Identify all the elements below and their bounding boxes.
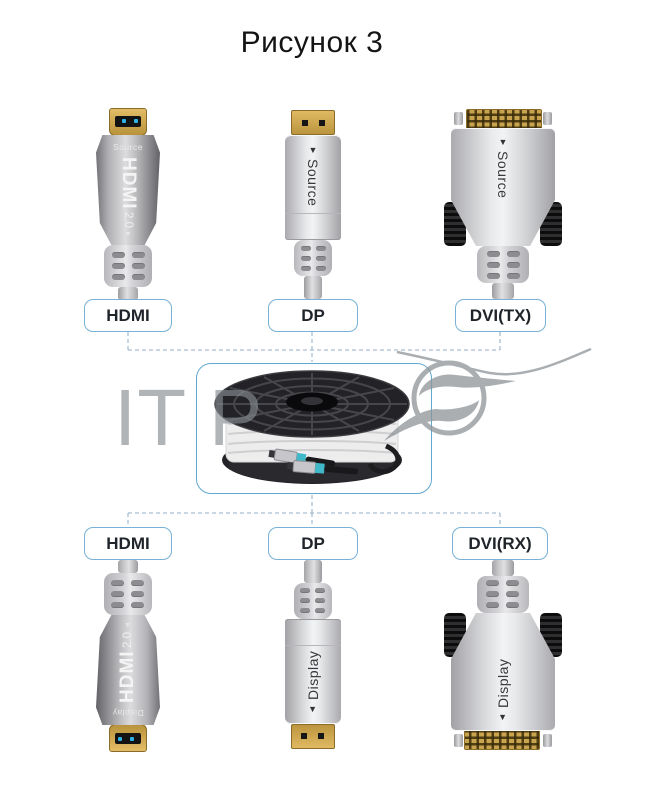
end-label: Display xyxy=(495,658,511,708)
end-label: Source xyxy=(495,151,511,199)
watermark-text: IT P xyxy=(114,373,264,462)
connector-hdmi-source: Source HDMI 2.0 ▼ xyxy=(88,108,168,300)
cable xyxy=(118,560,138,573)
connector-hdmi-display: Display HDMI 2.0 ▼ xyxy=(88,560,168,752)
displayport-plug-icon xyxy=(291,110,335,135)
port-label-dp-bottom: DP xyxy=(268,527,358,560)
hdmi-version-text: 2.0 xyxy=(122,632,134,649)
strain-relief xyxy=(104,245,152,287)
hdmi-brand-text: HDMI xyxy=(118,157,139,210)
direction-arrow-icon: ▼ xyxy=(498,712,508,722)
strain-relief xyxy=(104,573,152,615)
strain-relief xyxy=(477,576,529,613)
figure-title: Рисунок 3 xyxy=(240,26,384,59)
dp-connector-body xyxy=(285,135,341,240)
hdmi-version-text: 2.0 xyxy=(122,211,134,228)
dvi-screw-post xyxy=(454,112,463,125)
cable xyxy=(118,287,138,300)
hdmi-plug-icon xyxy=(109,108,147,136)
port-label-hdmi-top: HDMI xyxy=(84,299,172,332)
connector-dp-source: ▼ Source xyxy=(283,110,343,299)
direction-arrow-icon: ▼ xyxy=(124,622,132,630)
dvi-pins-icon xyxy=(466,109,542,130)
strain-relief xyxy=(477,246,529,283)
direction-arrow-icon: ▼ xyxy=(308,704,318,714)
hdmi-plug-icon xyxy=(109,724,147,752)
dvi-screw-post xyxy=(543,734,552,747)
direction-arrow-icon: ▼ xyxy=(498,137,508,147)
direction-arrow-icon: ▼ xyxy=(124,230,132,238)
cable xyxy=(304,560,322,583)
dvi-screw-post xyxy=(543,112,552,125)
end-label: Source xyxy=(305,159,321,207)
strain-relief xyxy=(294,240,332,276)
cable xyxy=(492,283,514,299)
port-label-dvi-rx: DVI(RX) xyxy=(452,527,548,560)
cable xyxy=(304,276,322,299)
end-label: Display xyxy=(112,708,144,718)
hdmi-brand-text: HDMI xyxy=(117,650,138,703)
direction-arrow-icon: ▼ xyxy=(308,145,318,155)
displayport-plug-icon xyxy=(291,724,335,749)
dvi-connector-body xyxy=(451,128,555,200)
end-label: Display xyxy=(305,650,321,700)
end-label: Source xyxy=(113,142,143,152)
connector-dp-display: ▼ Display xyxy=(283,560,343,749)
dvi-pins-icon xyxy=(464,729,540,750)
hdmi-connector-body xyxy=(96,135,160,245)
port-label-hdmi-bottom: HDMI xyxy=(84,527,172,560)
dvi-screw-post xyxy=(454,734,463,747)
port-label-dp-top: DP xyxy=(268,299,358,332)
connector-dvi-source: ▼ Source xyxy=(438,107,568,299)
strain-relief xyxy=(294,583,332,619)
cable xyxy=(492,560,514,576)
connector-dvi-display: ▼ Display xyxy=(438,560,568,752)
port-label-dvi-tx: DVI(TX) xyxy=(455,299,546,332)
